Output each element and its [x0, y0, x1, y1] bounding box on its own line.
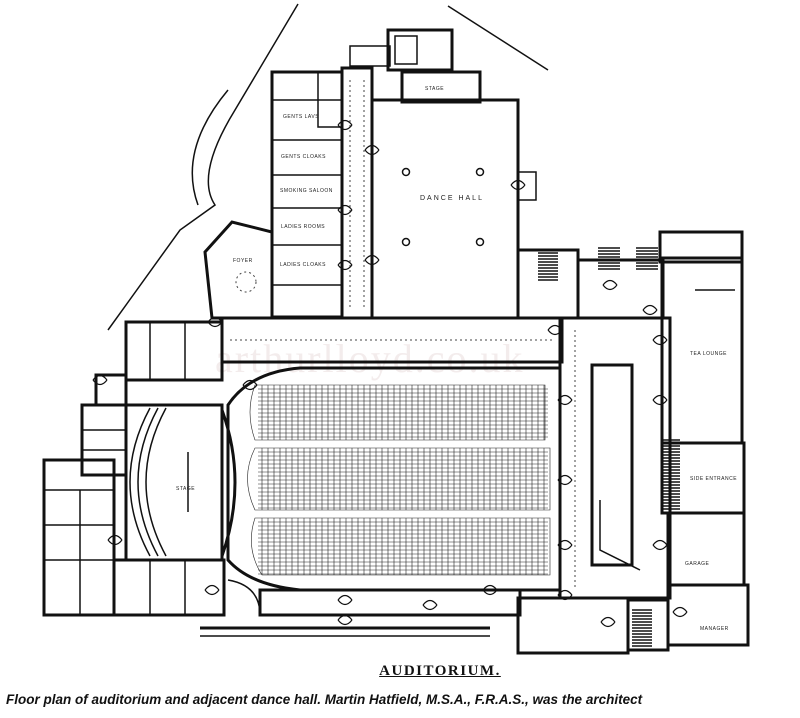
plan-caption: Floor plan of auditorium and adjacent da… [6, 692, 643, 707]
tea-lounge-label: TEA LOUNGE [690, 351, 727, 357]
door-swing [337, 259, 353, 271]
door-swing [207, 316, 223, 328]
door-swing [422, 599, 438, 611]
door-swing [557, 474, 573, 486]
door-swing [337, 204, 353, 216]
door-swing [204, 584, 220, 596]
main-corridor [220, 316, 564, 364]
title-block: AUDITORIUM. [0, 662, 800, 680]
gents-lavs-label: GENTS LAVS [283, 114, 319, 120]
door-swing [107, 534, 123, 546]
door-swing [557, 394, 573, 406]
dance-hall: STAGE DANCE HALL [370, 70, 537, 320]
door-swing [242, 379, 258, 391]
cloak-wing: GENTS LAVS GENTS CLOAKS SMOKING SALOON L… [270, 70, 344, 319]
door-swing [557, 589, 573, 601]
top-tower [349, 28, 454, 72]
left-dressing-block [42, 403, 128, 617]
door-swing [364, 144, 380, 156]
door-swing [337, 594, 353, 606]
seat-rows [258, 385, 548, 575]
watermark: arthurlloyd.co.uk [215, 336, 525, 381]
upper-left-rooms [94, 320, 224, 407]
foyer: FOYER [203, 220, 274, 320]
door-swings [92, 119, 688, 628]
door-swing [510, 179, 526, 191]
dance-hall-label: DANCE HALL [420, 195, 484, 202]
stairs [538, 247, 680, 647]
door-swing [672, 606, 688, 618]
side-entrance-label: SIDE ENTRANCE [690, 476, 737, 482]
door-swing [600, 616, 616, 628]
door-swing [337, 614, 353, 626]
door-swing [92, 374, 108, 386]
gents-cloaks-label: GENTS CLOAKS [281, 154, 326, 160]
ladies-cloaks-label: LADIES CLOAKS [280, 262, 326, 268]
door-swing [602, 279, 618, 291]
stage-top-label: STAGE [425, 86, 444, 92]
door-swing [652, 394, 668, 406]
door-swing [364, 254, 380, 266]
door-swing [337, 119, 353, 131]
door-swing [482, 584, 498, 596]
corridor-column [340, 66, 374, 320]
door-swing [652, 539, 668, 551]
manager-label: MANAGER [700, 626, 729, 632]
foyer-label: FOYER [233, 258, 253, 264]
smoking-label: SMOKING SALOON [280, 188, 333, 194]
door-swing [642, 304, 658, 316]
lower-left-rooms [112, 558, 261, 617]
door-swing [557, 539, 573, 551]
stage-label: STAGE [176, 486, 195, 492]
garage-label: GARAGE [685, 561, 710, 567]
door-swing [547, 324, 563, 336]
site-boundary [107, 3, 549, 331]
ladies-rooms-label: LADIES ROOMS [281, 224, 325, 230]
bottom-corridor [200, 588, 522, 637]
stage: STAGE [124, 403, 237, 562]
plan-title: AUDITORIUM. [379, 663, 501, 679]
door-swing [652, 334, 668, 346]
